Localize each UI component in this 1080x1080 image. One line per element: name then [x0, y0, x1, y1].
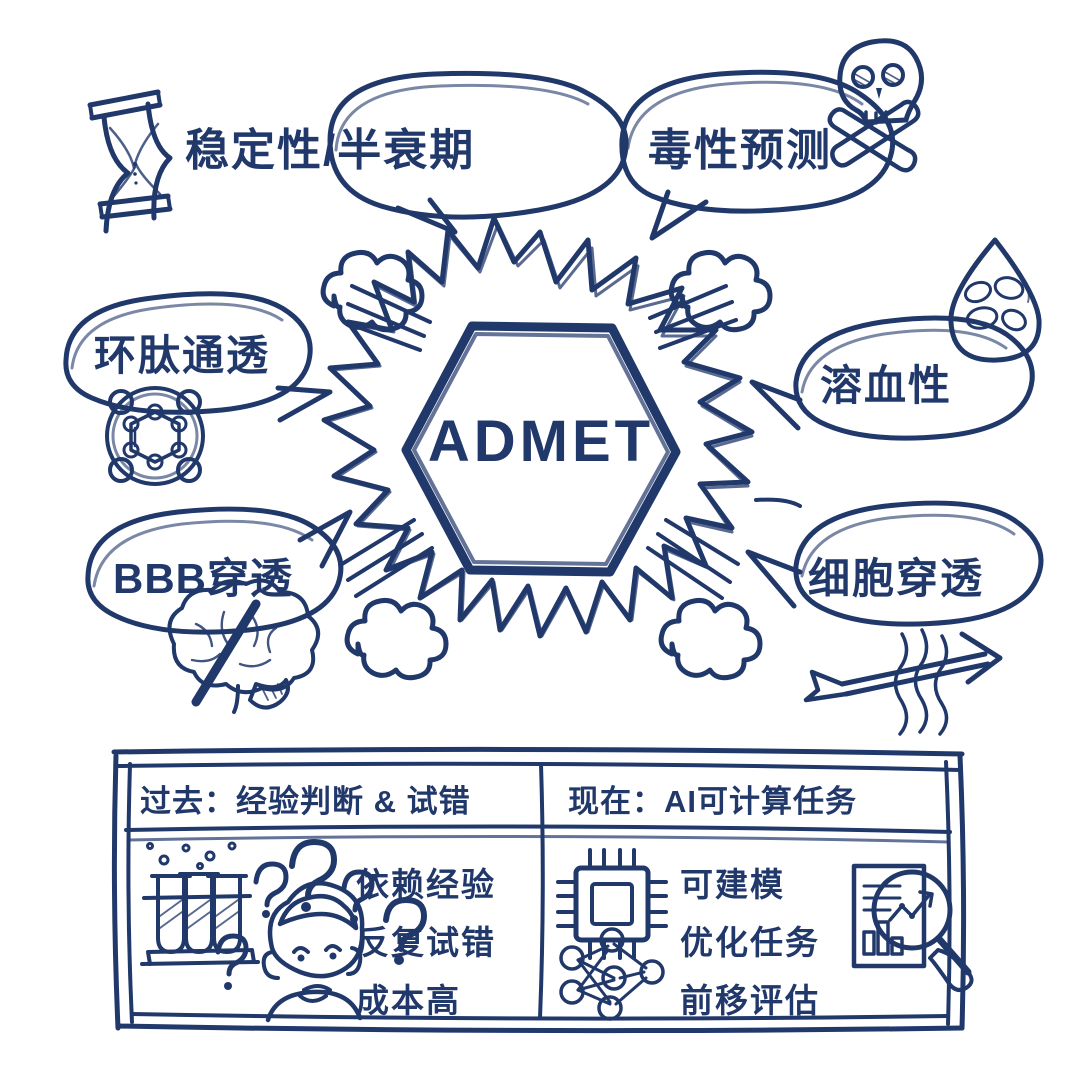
- bubble-label-bbb: BBB穿透: [113, 555, 293, 602]
- bubble-cyclic-peptide[interactable]: [63, 291, 333, 423]
- bubble-label-cell-permeability: 细胞穿透: [808, 555, 985, 602]
- document-magnifier-icon: [851, 863, 974, 992]
- confused-person-icon: [261, 881, 365, 1023]
- admet-center-label: ADMET: [427, 409, 655, 474]
- bubble-toxicity[interactable]: [619, 69, 896, 241]
- cyclic-peptide-icon: [105, 386, 205, 486]
- table-present-line-1: 可建模: [680, 866, 785, 903]
- skull-crossbones-icon: [827, 38, 924, 173]
- bubble-hemolysis[interactable]: [749, 315, 1035, 441]
- admet-hexagon: [401, 321, 681, 577]
- test-tubes-icon: [140, 841, 260, 966]
- bubble-bbb[interactable]: [85, 506, 353, 635]
- hourglass-icon: [87, 89, 173, 234]
- table-present-line-2: 优化任务: [680, 924, 820, 961]
- bubble-label-stability: 稳定性/半衰期: [185, 126, 476, 175]
- explosion-starburst: [323, 215, 770, 678]
- bubble-stability[interactable]: [327, 70, 629, 235]
- table-past-line-2: 反复试错: [356, 924, 496, 961]
- neural-network-icon: [559, 927, 665, 1021]
- table-header-present: 现在：AI可计算任务: [568, 784, 857, 819]
- comparison-table: [111, 746, 967, 1034]
- brain-blocked-icon: [167, 578, 320, 714]
- bubble-label-toxicity: 毒性预测: [648, 126, 832, 175]
- blood-drop-icon: [948, 237, 1042, 363]
- table-present-line-3: 前移评估: [680, 982, 820, 1019]
- table-header-past: 过去：经验判断 & 试错: [140, 784, 471, 819]
- bubble-label-cyclic-peptide: 环肽通透: [94, 332, 271, 379]
- arrow-membrane-icon: [803, 628, 1003, 736]
- table-past-line-1: 依赖经验: [356, 866, 496, 903]
- bubble-cell-permeability[interactable]: [745, 497, 1044, 627]
- bubble-label-hemolysis: 溶血性: [820, 362, 953, 409]
- table-past-line-3: 成本高: [356, 982, 461, 1019]
